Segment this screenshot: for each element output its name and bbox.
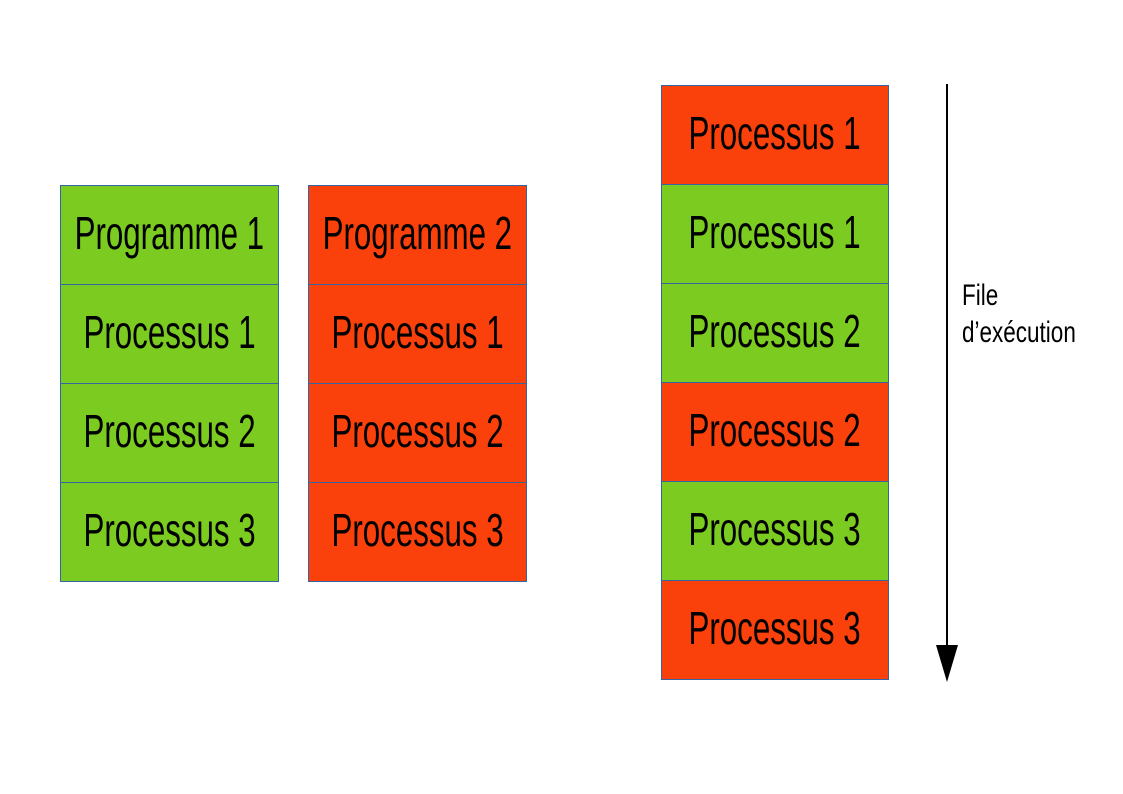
program1-process2-box: Processus 2 <box>60 383 279 483</box>
box-label: Processus 1 <box>83 306 256 358</box>
program1-title-box: Programme 1 <box>60 185 279 285</box>
box-label: Programme 2 <box>322 207 513 259</box>
queue-box-3: Processus 2 <box>661 283 889 383</box>
box-label: Processus 1 <box>688 206 862 258</box>
box-label: Processus 1 <box>688 107 862 159</box>
box-label: Processus 2 <box>688 404 862 456</box>
box-label: Processus 3 <box>688 503 862 555</box>
box-label: Processus 2 <box>688 305 862 357</box>
execution-arrow-line <box>946 84 948 646</box>
queue-box-1: Processus 1 <box>661 85 889 185</box>
program1-process3-box: Processus 3 <box>60 482 279 582</box>
execution-queue-label-line1: File <box>962 279 999 312</box>
box-label: Processus 2 <box>83 405 256 457</box>
queue-box-2: Processus 1 <box>661 184 889 284</box>
box-label: Programme 1 <box>74 207 265 259</box>
box-label: Processus 1 <box>331 306 504 358</box>
queue-box-5: Processus 3 <box>661 481 889 581</box>
program1-column: Programme 1 Processus 1 Processus 2 Proc… <box>60 185 279 582</box>
program2-process2-box: Processus 2 <box>308 383 527 483</box>
box-label: Processus 2 <box>331 405 504 457</box>
execution-queue-column: Processus 1 Processus 1 Processus 2 Proc… <box>661 85 889 680</box>
execution-queue-label: File d’exécution <box>962 277 1076 351</box>
execution-arrow-head-icon <box>936 645 958 682</box>
execution-queue-label-line2: d’exécution <box>962 316 1076 349</box>
program1-process1-box: Processus 1 <box>60 284 279 384</box>
queue-box-6: Processus 3 <box>661 580 889 680</box>
program2-process1-box: Processus 1 <box>308 284 527 384</box>
box-label: Processus 3 <box>688 602 862 654</box>
program2-column: Programme 2 Processus 1 Processus 2 Proc… <box>308 185 527 582</box>
box-label: Processus 3 <box>83 504 256 556</box>
program2-process3-box: Processus 3 <box>308 482 527 582</box>
program2-title-box: Programme 2 <box>308 185 527 285</box>
queue-box-4: Processus 2 <box>661 382 889 482</box>
box-label: Processus 3 <box>331 504 504 556</box>
